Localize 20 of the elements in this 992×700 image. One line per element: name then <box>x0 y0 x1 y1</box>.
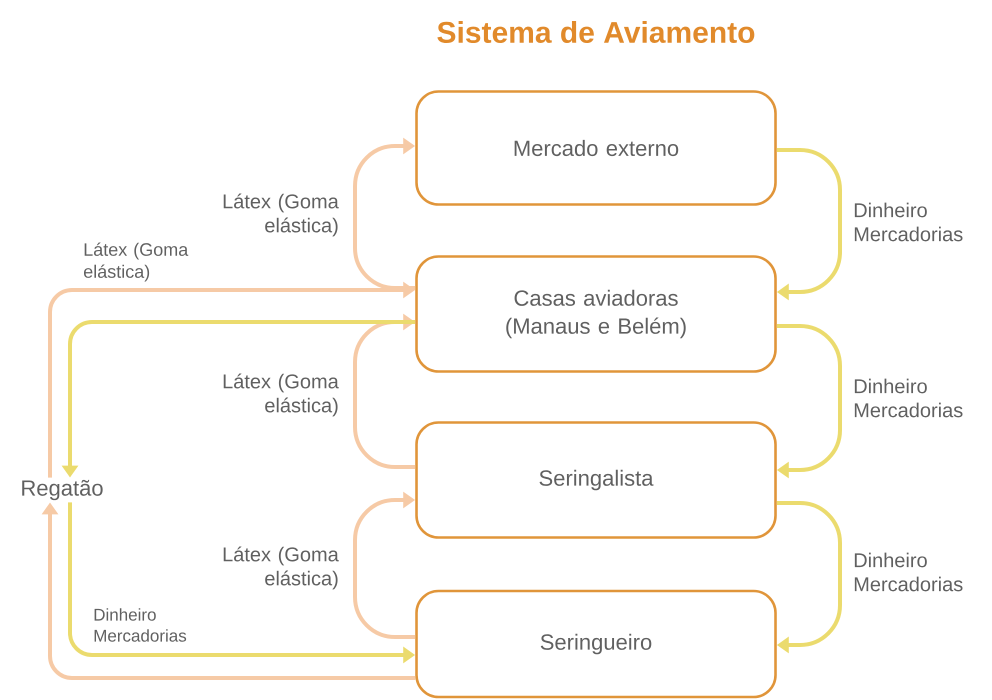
process-box: Seringueiro <box>415 590 777 698</box>
edge-label: Dinheiro Mercadorias <box>854 378 962 418</box>
title: Sistema de Aviamento <box>437 20 754 44</box>
node-label: Regatão <box>22 480 103 500</box>
arrow <box>776 148 842 300</box>
edge-label: Dinheiro Mercadorias <box>854 202 962 242</box>
edge-label: Dinheiro Mercadorias <box>854 552 962 592</box>
arrow <box>353 138 416 290</box>
process-box: Mercado externo <box>415 90 777 206</box>
arrow <box>776 324 842 478</box>
edge-label: Látex (Goma elástica) <box>224 374 339 416</box>
edge-label: Látex (Goma elástica) <box>224 194 339 236</box>
process-box: Casas aviadoras (Manaus e Belém) <box>415 255 777 373</box>
arrow <box>353 314 416 469</box>
arrow <box>776 501 842 654</box>
process-box: Seringalista <box>415 421 777 539</box>
edge-label: Látex (Goma elástica) <box>84 242 188 282</box>
arrow <box>353 492 416 639</box>
edge-label: Dinheiro Mercadorias <box>94 608 186 642</box>
edge-label: Látex (Goma elástica) <box>224 546 339 590</box>
